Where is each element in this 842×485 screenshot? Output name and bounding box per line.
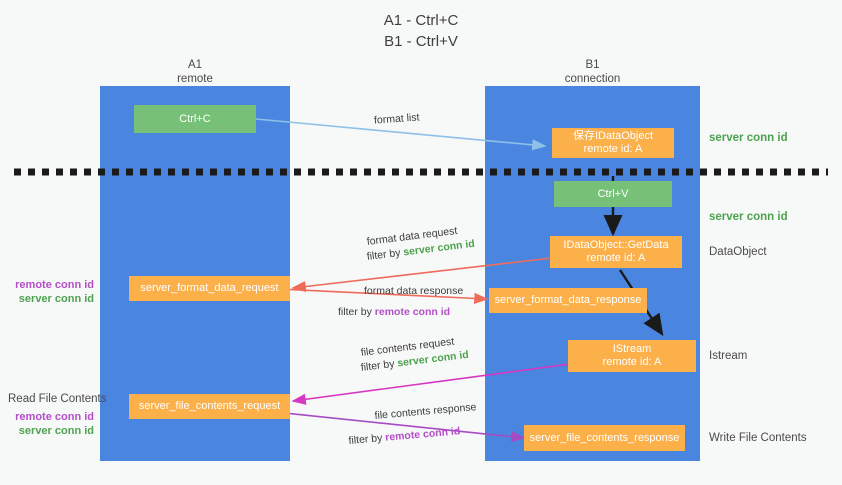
right-label-dataobject: DataObject [709,246,767,258]
node-ctrl-v[interactable]: Ctrl+V [554,181,672,207]
arrow-format-data-request [291,257,553,293]
lane-b1-name: B1 [585,59,600,71]
node-getdata[interactable]: IDataObject::GetData remote id: A [550,236,682,268]
lane-header-a1: A1 remote [100,58,290,86]
filter-value-remote-conn-id: remote conn id [374,306,451,318]
right-label-write-file-contents: Write File Contents [709,432,807,444]
node-server-format-data-response[interactable]: server_format_data_response [489,288,647,313]
title-line-2: B1 - Ctrl+V [384,33,458,50]
edge-label-format-data-response-filter: filter by remote conn id [338,305,450,319]
node-server-format-data-request-label: server_format_data_request [140,282,279,294]
left-label-server-conn-id-1: server conn id [18,293,94,305]
left-label-conn-ids-2: remote conn id server conn id [0,410,94,438]
node-istream-line-1: IStream [612,343,652,355]
node-ctrl-c[interactable]: Ctrl+C [134,105,256,133]
node-getdata-line-2: remote id: A [586,252,646,264]
node-server-file-contents-response[interactable]: server_file_contents_response [524,425,685,451]
filter-prefix: filter by [338,306,375,318]
node-ctrl-v-label: Ctrl+V [597,187,629,200]
node-getdata-line-1: IDataObject::GetData [563,239,669,251]
node-istream-line-2: remote id: A [602,356,662,368]
lane-a1-name: A1 [187,59,203,71]
node-istream[interactable]: IStream remote id: A [568,340,696,372]
node-save-dataobject[interactable]: 保存IDataObject remote id: A [552,128,674,158]
left-label-server-conn-id-2: server conn id [18,425,94,437]
node-save-dataobject-line-2: remote id: A [583,143,643,155]
title-line-1: A1 - Ctrl+C [383,12,459,29]
node-save-dataobject-line-1: 保存IDataObject [572,130,654,142]
node-ctrl-c-label: Ctrl+C [179,112,211,125]
node-server-file-contents-request-label: server_file_contents_request [138,400,281,412]
node-server-file-contents-request[interactable]: server_file_contents_request [129,394,290,419]
node-server-file-contents-response-label: server_file_contents_response [529,431,680,444]
arrow-format-list [255,118,547,151]
arrow-file-contents-request [291,363,571,405]
edge-label-format-data-response: format data response [364,285,464,297]
left-label-remote-conn-id-2: remote conn id [15,411,94,423]
left-label-read-file-contents: Read File Contents [8,393,107,405]
right-label-server-conn-id-2: server conn id [709,211,788,223]
lane-b1-sub: connection [564,73,621,85]
node-server-format-data-response-label: server_format_data_response [494,294,642,306]
right-label-server-conn-id-1: server conn id [709,132,788,144]
page-title: A1 - Ctrl+C B1 - Ctrl+V [0,10,842,52]
filter-prefix: filter by [348,431,386,447]
node-server-format-data-request[interactable]: server_format_data_request [129,276,290,301]
lane-a1-sub: remote [177,73,213,85]
left-label-conn-ids-1: remote conn id server conn id [0,278,94,306]
lane-header-b1: B1 connection [485,58,700,86]
left-label-remote-conn-id-1: remote conn id [15,279,94,291]
right-label-istream: Istream [709,350,748,362]
